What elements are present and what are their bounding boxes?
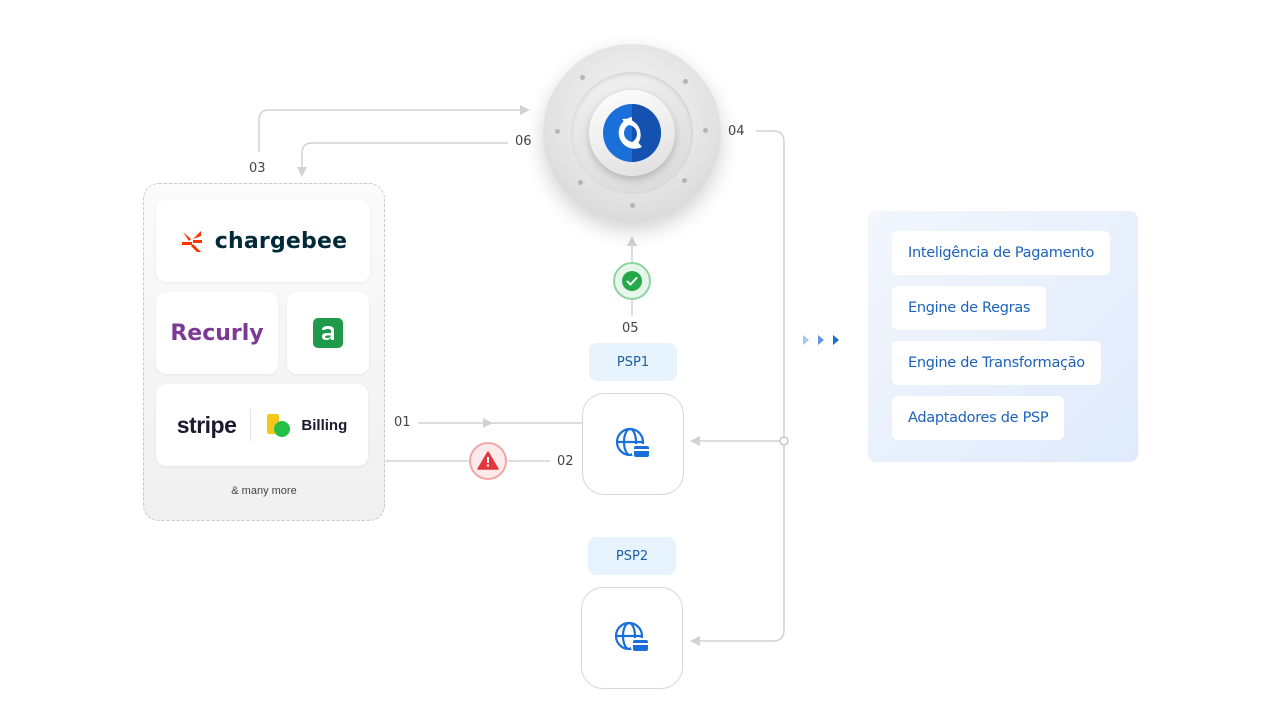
green-a-logo-icon (313, 318, 343, 348)
vault-bolt (555, 129, 560, 134)
chargebee-card: chargebee (156, 200, 370, 282)
features-panel: Inteligência de Pagamento Engine de Regr… (868, 211, 1138, 462)
chargebee-wordmark: chargebee (214, 228, 348, 254)
psp1-node[interactable] (582, 393, 684, 495)
step-01-label: 01 (394, 415, 411, 430)
feature-rules-engine: Engine de Regras (892, 286, 1047, 330)
green-a-card (287, 292, 369, 374)
check-circle-icon (622, 271, 642, 291)
step-05-label: 05 (622, 321, 639, 336)
arrow-right-icon (803, 335, 809, 345)
many-more-label: & many more (231, 485, 297, 497)
vault-bolt (703, 128, 708, 133)
vault-bolt (630, 203, 635, 208)
vault-icon (603, 104, 661, 162)
globe-card-icon (615, 427, 649, 457)
arrow-right-icon (818, 335, 824, 345)
flow-arrows (803, 335, 839, 345)
stripe-billing-logo-icon (267, 414, 291, 437)
step-06-label: 06 (515, 134, 532, 149)
stripe-billing-card: stripe Billing (156, 384, 368, 466)
feature-transformation-engine: Engine de Transformação (892, 341, 1101, 385)
billing-providers-panel: chargebee Recurly stripe Billing & many … (143, 183, 385, 521)
recurly-wordmark: Recurly (170, 320, 264, 346)
success-badge (613, 262, 651, 300)
step-03-label: 03 (249, 161, 266, 176)
feature-psp-adapters: Adaptadores de PSP (892, 396, 1065, 440)
divider (250, 409, 252, 441)
psp2-label: PSP2 (588, 537, 676, 575)
vault-bolt (578, 180, 583, 185)
stripe-billing-label: Billing (301, 416, 348, 434)
step-02-label: 02 (557, 454, 574, 469)
stripe-wordmark: stripe (176, 411, 237, 438)
psp2-node[interactable] (581, 587, 683, 689)
chargebee-logo-icon (181, 231, 202, 252)
step-04-label: 04 (728, 124, 745, 139)
arrow-right-icon (833, 335, 839, 345)
vault-bolt (682, 178, 687, 183)
warning-triangle-icon (477, 451, 499, 470)
psp1-label: PSP1 (589, 343, 677, 381)
vault-bolt (580, 75, 585, 80)
error-badge (469, 442, 507, 480)
globe-card-icon (614, 621, 648, 651)
vault-bolt (683, 79, 688, 84)
feature-payment-intelligence: Inteligência de Pagamento (892, 231, 1111, 275)
recurly-card: Recurly (156, 292, 278, 374)
